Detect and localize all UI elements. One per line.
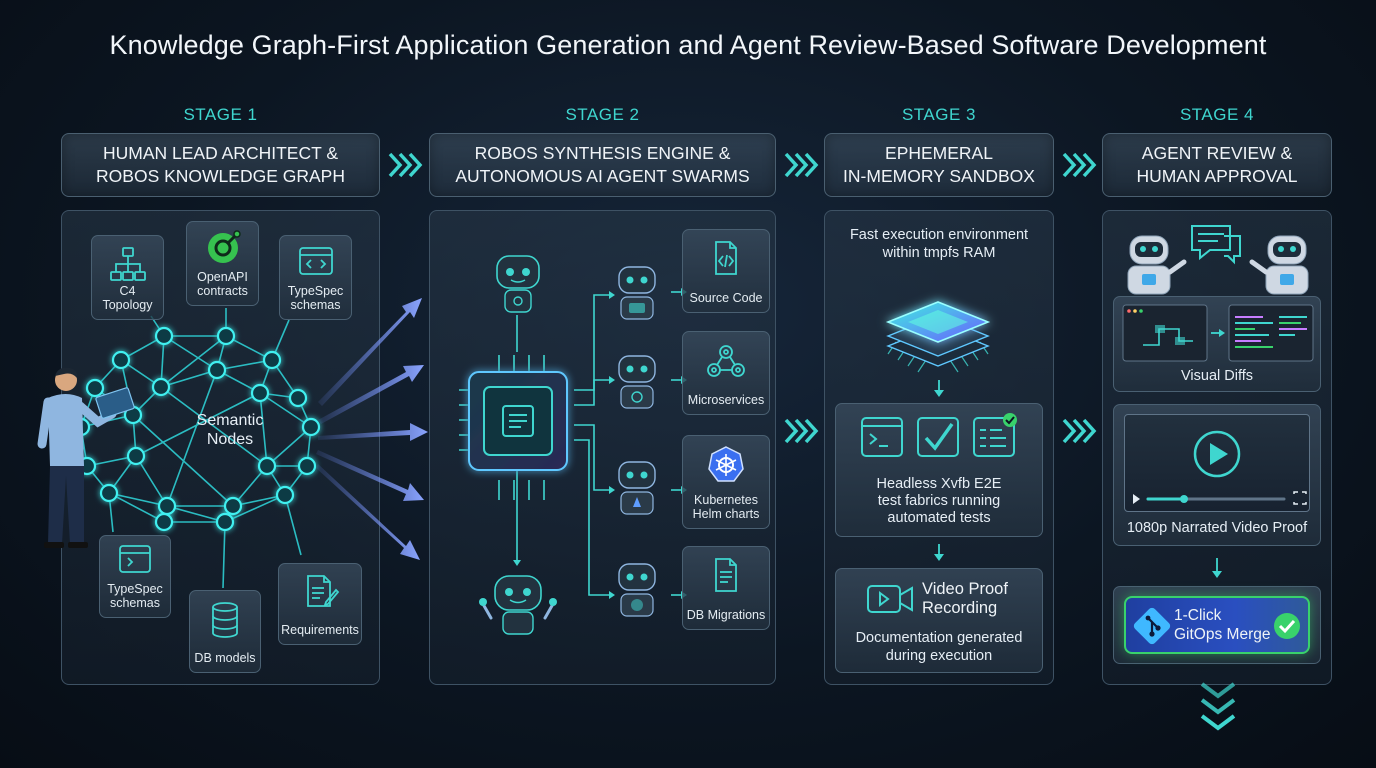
requirements-card: Requirements [278, 563, 362, 645]
document-list-icon [715, 558, 737, 592]
video-proof-recording-card [835, 568, 1043, 673]
stage-4-label: STAGE 4 [1179, 105, 1255, 124]
visual-diff-screens-icon [1122, 304, 1314, 362]
visual-diffs-label: Visual Diffs [1181, 368, 1253, 384]
video-player-controls [1133, 430, 1307, 505]
stage-3-label: STAGE 3 [901, 105, 977, 124]
openapi-logo-icon [207, 230, 241, 263]
ram-chip-icon [885, 301, 991, 373]
db-models-card: DB models [189, 590, 261, 673]
down-arrow-2-icon [934, 544, 944, 561]
page-title: Knowledge Graph-First Application Genera… [109, 30, 1267, 60]
check-circle-icon [1274, 613, 1300, 639]
down-chevrons-icon [1200, 682, 1236, 731]
reviewing-robots-illustration [1127, 225, 1309, 295]
source-code-card: Source Code [682, 229, 770, 313]
sandbox-intro-text: Fast execution environment within tmpfs … [849, 227, 1029, 261]
panel-chevron-2-icon [1062, 418, 1097, 444]
terminal-window-icon [119, 545, 151, 573]
header-chevron-1-icon [388, 152, 423, 178]
db-migrations-card: DB Migrations [682, 546, 770, 630]
git-icon [1133, 607, 1171, 645]
document-pen-icon [307, 575, 340, 607]
header-chevron-2-icon [784, 152, 819, 178]
semantic-nodes-label: Semantic Nodes [196, 412, 264, 448]
hierarchy-icon [109, 247, 146, 281]
stage-2-header: ROBOS SYNTHESIS ENGINE & AUTONOMOUS AI A… [429, 133, 776, 197]
video-proof-description: Documentation generated during execution [855, 630, 1023, 664]
video-proof-title: Video Proof Recording [922, 580, 1008, 617]
panel-chevron-1-icon [784, 418, 819, 444]
stage-1-label: STAGE 1 [183, 105, 258, 124]
stage-3-header: EPHEMERAL IN-MEMORY SANDBOX [824, 133, 1054, 197]
down-arrow-3-icon [1212, 558, 1222, 578]
code-window-icon [298, 247, 333, 275]
code-file-icon [715, 241, 737, 275]
gears-icon [707, 345, 745, 377]
stage-1-header: HUMAN LEAD ARCHITECT & ROBOS KNOWLEDGE G… [61, 133, 380, 197]
microservices-card: Microservices [682, 331, 770, 415]
gitops-merge-label: 1-Click GitOps Merge [1174, 607, 1271, 643]
stage-2-label: STAGE 2 [565, 105, 640, 124]
video-player[interactable] [1124, 414, 1310, 512]
header-chevron-3-icon [1062, 152, 1097, 178]
database-icon [212, 602, 238, 638]
video-proof-label: 1080p Narrated Video Proof [1126, 520, 1308, 536]
video-camera-icon [867, 585, 913, 613]
stage-4-header: AGENT REVIEW & HUMAN APPROVAL [1102, 133, 1332, 197]
e2e-tests-text: Headless Xvfb E2E test fabrics running a… [876, 476, 1002, 526]
graph-to-engine-arrows [316, 298, 428, 560]
kubernetes-helm-icon [708, 446, 744, 482]
test-icons-row [861, 413, 1017, 457]
down-arrow-icon [934, 380, 944, 397]
knowledge-graph-network [71, 308, 321, 589]
human-architect-figure [37, 367, 135, 548]
